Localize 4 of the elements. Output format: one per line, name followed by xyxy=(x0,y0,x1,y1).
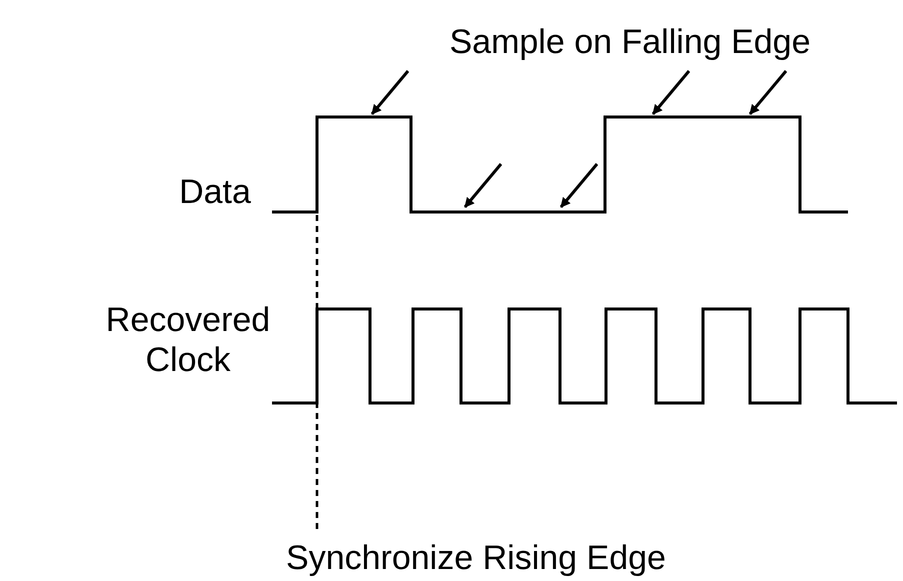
heading-text: Sample on Falling Edge xyxy=(448,22,812,62)
signal-label: Recovered Clock xyxy=(104,300,272,380)
signal-label: Data xyxy=(178,172,252,212)
caption-text: Synchronize Rising Edge xyxy=(285,538,667,578)
